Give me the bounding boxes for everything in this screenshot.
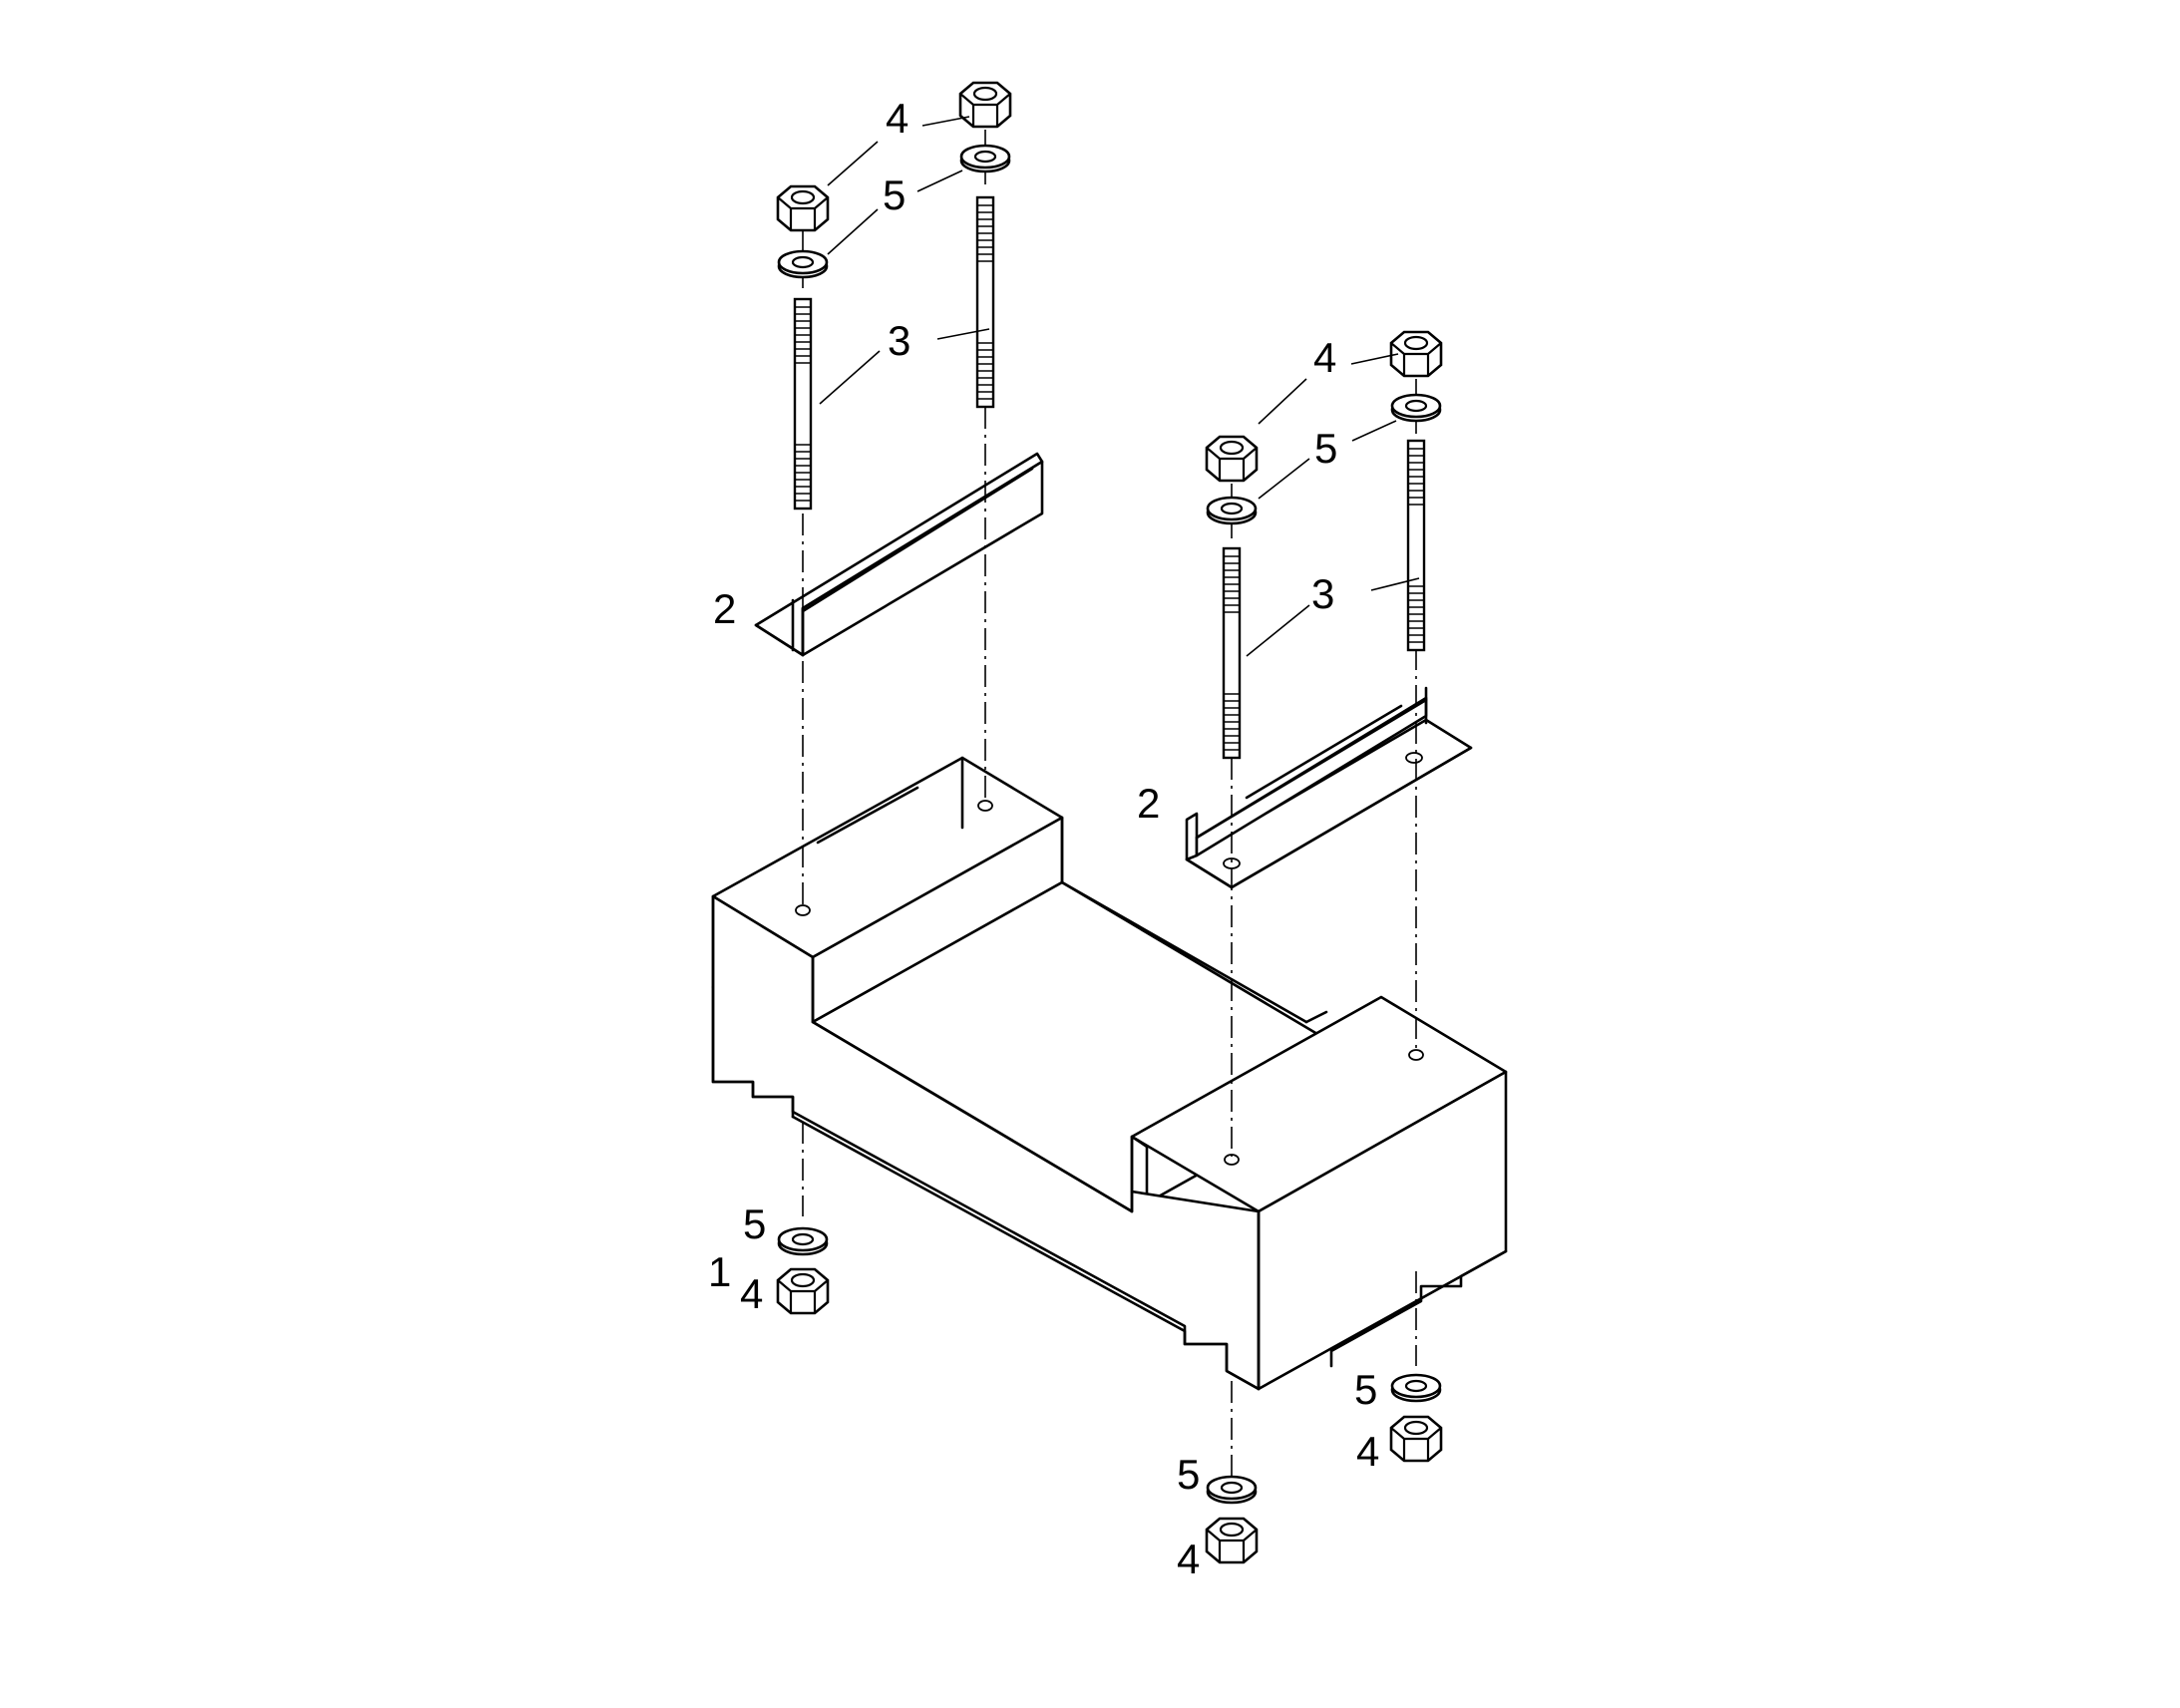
callout-washer-bottom-1: 5 <box>743 1200 766 1247</box>
callout-angle-bracket-left: 2 <box>713 585 736 632</box>
callout-washer-bottom-3: 5 <box>1354 1366 1377 1413</box>
nut-bottom-2 <box>1205 1517 1259 1564</box>
washer-top-3 <box>1206 496 1258 525</box>
nut-bottom-1 <box>776 1267 830 1315</box>
washer-bottom-2 <box>1206 1475 1258 1505</box>
callout-stud-3: 3 <box>1311 570 1334 617</box>
callout-stud-1: 3 <box>888 317 910 364</box>
callout-nut-top-3: 4 <box>1313 334 1336 381</box>
leader-lines <box>819 116 1420 657</box>
callout-nut-bottom-3: 4 <box>1356 1428 1379 1475</box>
stud-2 <box>975 195 995 409</box>
callout-washer-bottom-2: 5 <box>1177 1451 1200 1498</box>
stud-4 <box>1406 439 1426 652</box>
nut-bottom-3 <box>1389 1415 1443 1463</box>
callout-nut-bottom-1: 4 <box>740 1270 763 1317</box>
angle-bracket-right <box>1185 686 1473 889</box>
callout-base-block: 1 <box>708 1248 731 1295</box>
washer-bottom-3 <box>1390 1373 1442 1403</box>
nut-top-4 <box>1389 330 1443 378</box>
callout-washer-top-3: 5 <box>1314 425 1337 472</box>
callout-washer-top-1: 5 <box>883 171 906 218</box>
stud-1 <box>793 297 813 511</box>
washer-top-2 <box>959 144 1011 173</box>
washer-top-1 <box>777 249 829 279</box>
nut-top-2 <box>958 81 1012 129</box>
nut-top-1 <box>776 184 830 232</box>
washer-top-4 <box>1390 393 1442 423</box>
washer-bottom-1 <box>777 1226 829 1256</box>
callout-nut-top-1: 4 <box>886 95 908 142</box>
callout-angle-bracket-right: 2 <box>1137 780 1160 827</box>
stud-3 <box>1222 546 1242 760</box>
callout-nut-bottom-2: 4 <box>1177 1536 1200 1582</box>
nut-top-3 <box>1205 435 1259 483</box>
axis-lines <box>802 130 1417 1476</box>
base-block <box>711 756 1508 1391</box>
